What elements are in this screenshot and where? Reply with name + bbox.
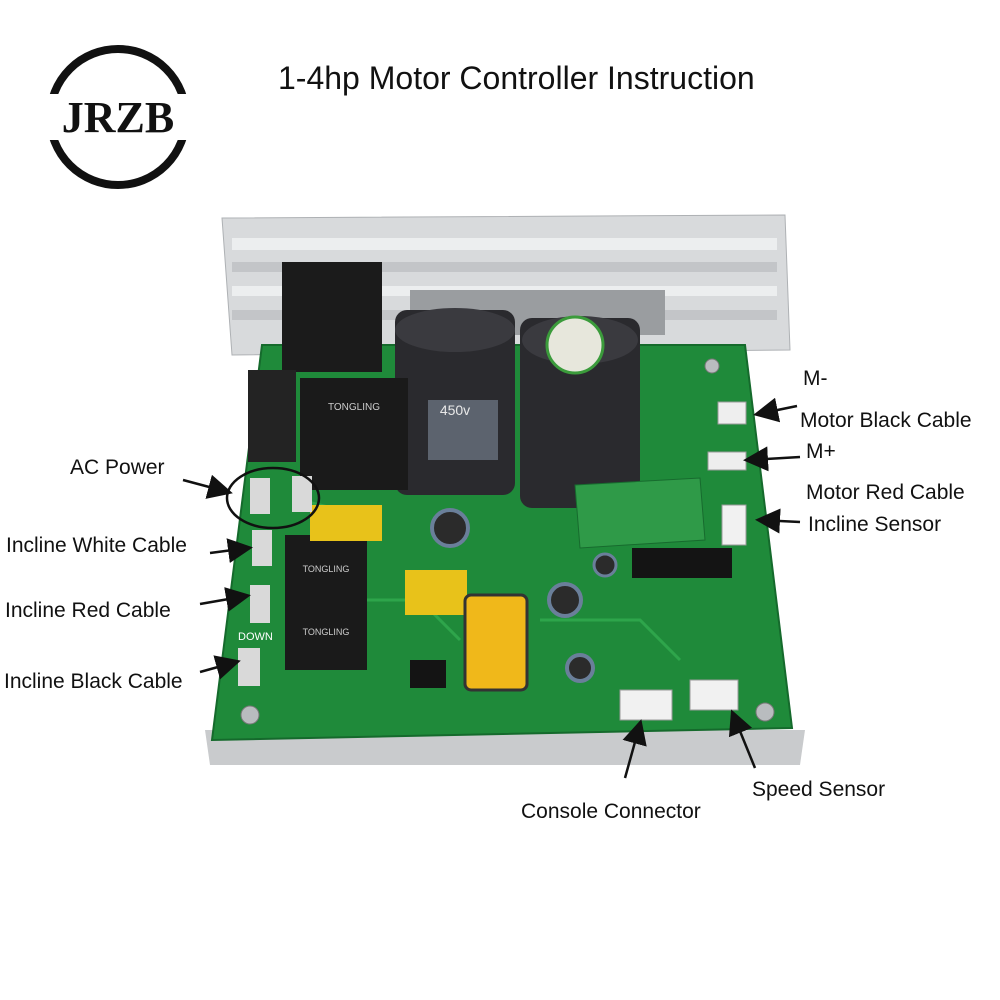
console-connector-port	[619, 689, 673, 721]
capacitor-left-sleeve	[428, 400, 498, 460]
label-m-plus: M+	[806, 440, 836, 463]
m-minus-terminal	[717, 401, 747, 425]
terminal	[250, 478, 270, 514]
small-capacitor	[565, 653, 595, 683]
label-m-minus: M-	[803, 367, 828, 390]
jrzb-logo: JRZB	[40, 45, 196, 189]
power-module	[282, 262, 382, 372]
terminal	[292, 476, 312, 512]
relay-label: TONGLING	[303, 627, 350, 637]
daughter-board	[574, 477, 706, 549]
relay-main	[300, 378, 408, 490]
speed-sensor-port	[689, 679, 739, 711]
capacitor-sticker	[545, 315, 605, 375]
label-incline-sensor: Incline Sensor	[808, 513, 942, 536]
terminal-black	[238, 648, 260, 686]
logo-text: JRZB	[62, 93, 174, 142]
screw	[755, 702, 775, 722]
yellow-capacitor	[310, 505, 382, 541]
screw	[240, 705, 260, 725]
down-marking: DOWN	[238, 631, 273, 643]
inductor	[463, 593, 529, 692]
heatsink-fin	[232, 238, 777, 250]
relay-lower	[285, 595, 367, 670]
incline-sensor-connector	[721, 504, 747, 546]
ic-chip	[632, 548, 732, 578]
page-title: 1-4hp Motor Controller Instruction	[278, 60, 755, 96]
m-plus-terminal	[707, 451, 747, 471]
label-ac-power: AC Power	[70, 456, 165, 479]
capacitor-label: 450v	[440, 402, 470, 418]
yellow-capacitor	[405, 570, 467, 615]
small-capacitor	[430, 508, 470, 548]
blx-connector	[248, 370, 296, 462]
label-motor-red-cable: Motor Red Cable	[806, 481, 965, 504]
relay-label: TONGLING	[303, 564, 350, 574]
ic-chip-small	[410, 660, 446, 688]
screw	[704, 358, 720, 374]
small-capacitor	[592, 552, 618, 578]
label-speed-sensor: Speed Sensor	[752, 778, 886, 801]
label-console-connector: Console Connector	[521, 800, 701, 823]
label-incline-white-cable: Incline White Cable	[6, 534, 187, 557]
capacitor-left-top	[395, 308, 515, 352]
heatsink-base	[205, 730, 805, 765]
small-capacitor	[547, 582, 583, 618]
heatsink-fin	[232, 262, 777, 272]
relay-upper	[285, 535, 367, 605]
terminal-red	[250, 585, 270, 623]
label-motor-black-cable: Motor Black Cable	[800, 409, 972, 432]
logo-band	[40, 94, 196, 140]
capacitor-right	[520, 318, 640, 508]
label-incline-red-cable: Incline Red Cable	[5, 599, 171, 622]
label-incline-black-cable: Incline Black Cable	[4, 670, 183, 693]
terminal-white	[252, 530, 272, 566]
relay-label: TONGLING	[328, 402, 380, 413]
